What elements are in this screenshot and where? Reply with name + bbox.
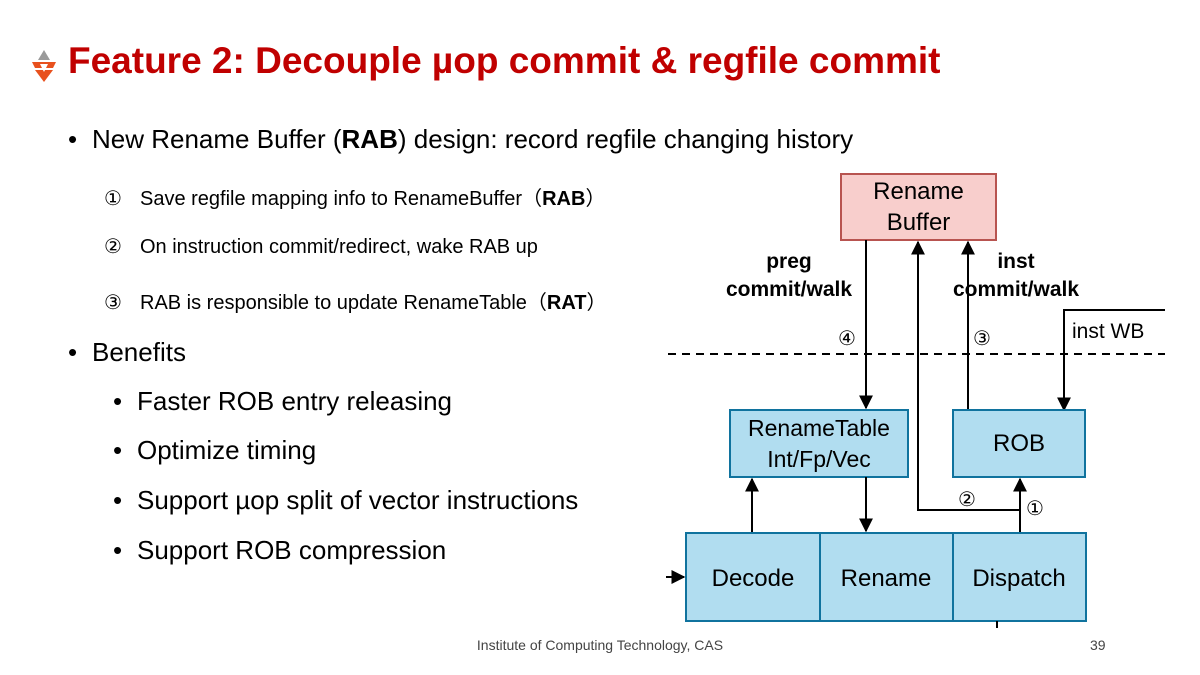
inst-commit-label: commit/walk <box>953 278 1079 301</box>
benefit-item: •Faster ROB entry releasing <box>113 386 453 416</box>
rename-stage: Rename <box>819 532 954 622</box>
marker-3: ③ <box>973 328 991 350</box>
benefit-item: •Support ROB compression <box>113 535 447 565</box>
page-number: 39 <box>1090 637 1106 653</box>
decode-stage: Decode <box>685 532 821 622</box>
inst-commit-label: inst <box>997 250 1034 273</box>
preg-commit-label: preg <box>766 250 812 273</box>
marker-4: ④ <box>838 328 856 350</box>
arrow-dispatch-to-rab <box>911 240 1020 511</box>
svg-text:RenameTable: RenameTable <box>748 415 890 441</box>
marker-1: ① <box>1026 498 1044 520</box>
bullet-benefits: •Benefits <box>68 337 186 367</box>
svg-text:ROB: ROB <box>993 430 1045 457</box>
bullet-rab: •New Rename Buffer (RAB) design: record … <box>68 124 854 154</box>
footer-institute: Institute of Computing Technology, CAS <box>476 637 724 653</box>
marker-2: ② <box>958 489 976 511</box>
rename-table-block: RenameTable Int/Fp/Vec <box>729 409 909 478</box>
svg-text:Buffer: Buffer <box>887 209 951 236</box>
inst-wb-label: inst WB <box>1072 320 1144 343</box>
svg-text:Decode: Decode <box>712 565 795 592</box>
svg-text:Rename: Rename <box>841 565 932 592</box>
dispatch-stage: Dispatch <box>952 532 1087 622</box>
svg-text:Rename: Rename <box>873 178 964 205</box>
slide-title: Feature 2: Decouple µop commit & regfile… <box>68 40 941 81</box>
benefit-item: •Optimize timing <box>113 435 317 465</box>
svg-text:Dispatch: Dispatch <box>972 565 1065 592</box>
rob-block: ROB <box>952 409 1086 478</box>
svg-text:Int/Fp/Vec: Int/Fp/Vec <box>767 446 871 472</box>
ict-logo-icon <box>32 50 56 82</box>
rename-buffer-block: Rename Buffer <box>840 173 997 241</box>
benefit-item: •Support µop split of vector instruction… <box>113 485 579 515</box>
arrow-inst-wb <box>1057 309 1165 412</box>
preg-commit-label: commit/walk <box>726 278 852 301</box>
